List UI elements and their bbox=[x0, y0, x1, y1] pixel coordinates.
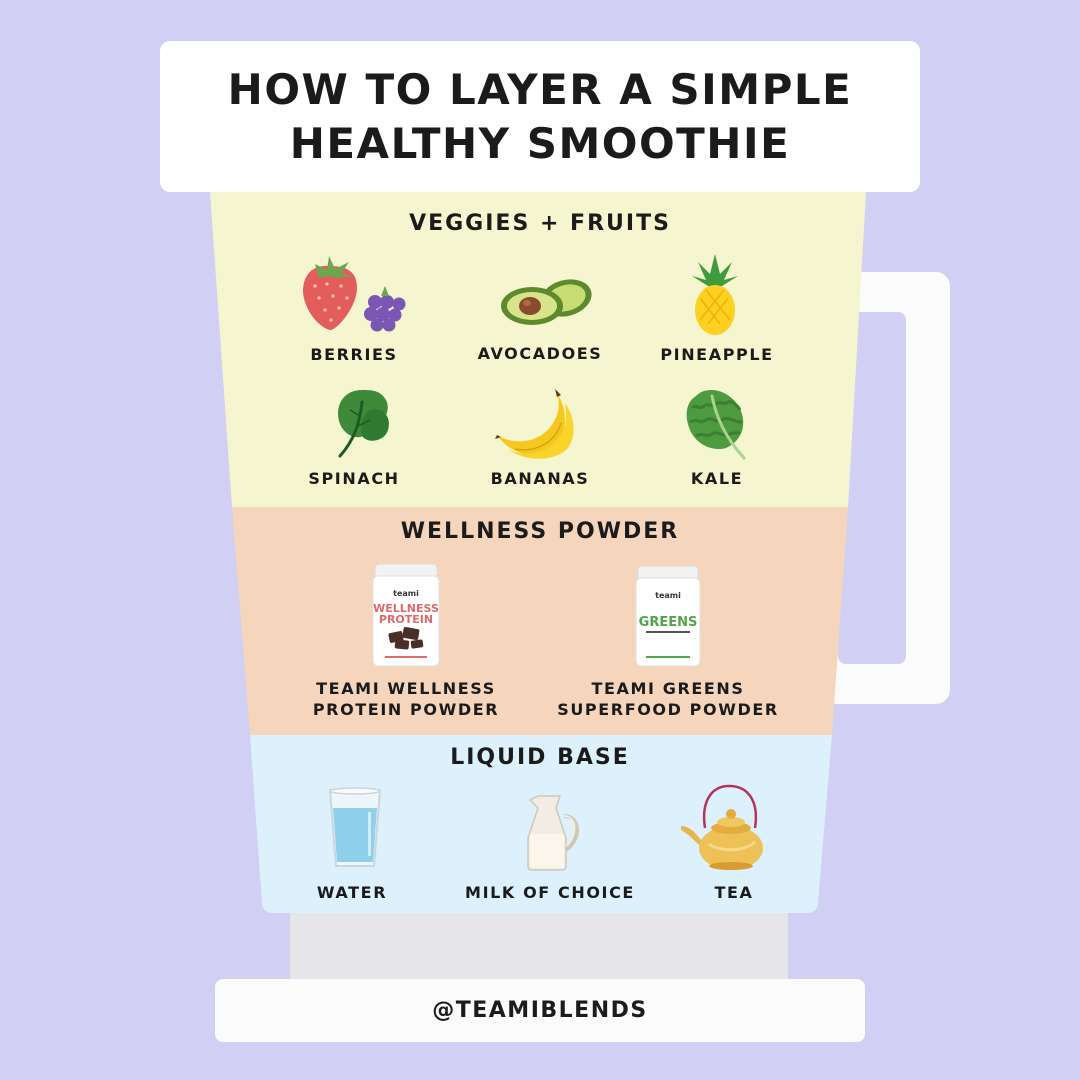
protein-tub-name-2: PROTEIN bbox=[379, 613, 433, 626]
berries-icon bbox=[303, 256, 406, 332]
wellness-powder-title: WELLNESS POWDER bbox=[400, 519, 680, 544]
greens-powder-label: TEAMI GREENS SUPERFOOD POWDER bbox=[557, 678, 779, 720]
avocadoes-label: AVOCADOES bbox=[477, 344, 603, 363]
veggies-fruits-title: VEGGIES + FRUITS bbox=[409, 211, 671, 236]
protein-powder-label: TEAMI WELLNESS PROTEIN POWDER bbox=[313, 678, 499, 720]
teapot-icon bbox=[681, 784, 763, 870]
protein-tub-brand: teami bbox=[393, 589, 419, 598]
protein-tub-icon: teami WELLNESS PROTEIN bbox=[372, 563, 440, 667]
berries-label: BERRIES bbox=[310, 345, 398, 364]
page-title-line-2: HEALTHY SMOOTHIE bbox=[289, 118, 791, 168]
spinach-label: SPINACH bbox=[308, 469, 400, 488]
milk-jug-icon bbox=[527, 795, 579, 871]
page-title-line-1: HOW TO LAYER A SIMPLE bbox=[227, 64, 853, 114]
protein-powder-label-line-1: TEAMI WELLNESS bbox=[316, 679, 496, 698]
pineapple-label: PINEAPPLE bbox=[660, 345, 774, 364]
milk-of-choice-label: MILK OF CHOICE bbox=[465, 883, 635, 902]
bananas-label: BANANAS bbox=[490, 469, 590, 488]
kale-label: KALE bbox=[690, 469, 744, 488]
greens-powder-label-line-2: SUPERFOOD POWDER bbox=[557, 700, 779, 719]
title-card: HOW TO LAYER A SIMPLE HEALTHY SMOOTHIE bbox=[160, 41, 920, 192]
spinach-icon bbox=[338, 390, 389, 458]
water-glass-icon bbox=[328, 787, 382, 867]
protein-powder-label-line-2: PROTEIN POWDER bbox=[312, 700, 500, 719]
liquid-base-title: LIQUID BASE bbox=[450, 745, 630, 770]
banana-icon bbox=[495, 389, 574, 459]
water-label: WATER bbox=[316, 883, 388, 902]
greens-tub-name: GREENS bbox=[639, 615, 698, 630]
protein-tub-name-1: WELLNESS bbox=[373, 602, 439, 615]
tea-label: TEA bbox=[714, 883, 754, 902]
greens-tub-icon: teami GREENS bbox=[635, 565, 701, 667]
blender-base: @TEAMIBLENDS bbox=[215, 979, 865, 1042]
pineapple-icon bbox=[692, 254, 738, 335]
kale-icon bbox=[686, 390, 746, 460]
avocado-icon bbox=[501, 279, 592, 325]
social-handle: @TEAMIBLENDS bbox=[432, 998, 648, 1023]
blender-neck bbox=[290, 913, 788, 979]
greens-tub-brand: teami bbox=[655, 591, 681, 600]
greens-powder-label-line-1: TEAMI GREENS bbox=[591, 679, 745, 698]
